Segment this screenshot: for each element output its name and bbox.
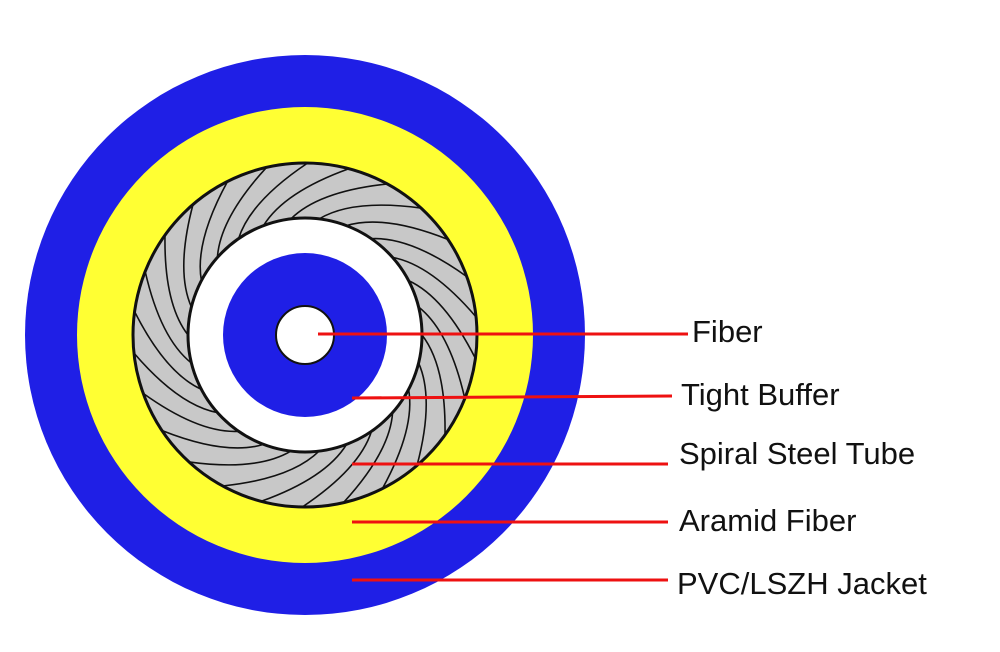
spiral-winding <box>161 429 264 449</box>
spiral-winding <box>133 352 218 414</box>
spiral-winding <box>199 181 229 281</box>
spiral-steel-tube-windings <box>133 162 477 508</box>
spiral-winding <box>164 235 189 336</box>
spiral-winding <box>346 221 449 241</box>
spiral-winding <box>301 431 373 508</box>
spiral-winding <box>216 166 268 258</box>
label-tight-buffer: Tight Buffer <box>681 377 840 412</box>
spiral-winding <box>371 237 468 278</box>
spiral-winding <box>237 162 309 239</box>
leader-line-tight-buffer <box>351 394 673 400</box>
label-fiber: Fiber <box>692 314 763 349</box>
spiral-winding <box>392 256 477 318</box>
spiral-winding <box>342 412 394 504</box>
spiral-winding <box>188 450 292 466</box>
spiral-winding <box>318 204 422 220</box>
spiral-winding <box>262 167 350 227</box>
spiral-winding <box>418 306 466 399</box>
label-jacket: PVC/LSZH Jacket <box>677 566 927 601</box>
spiral-winding <box>408 279 477 359</box>
spiral-winding <box>421 334 446 435</box>
spiral-winding <box>290 183 388 220</box>
spiral-winding <box>416 362 428 466</box>
spiral-winding <box>133 311 202 391</box>
spiral-winding <box>144 271 192 364</box>
spiral-winding <box>222 450 320 487</box>
spiral-winding <box>142 392 239 433</box>
label-spiral-steel-tube: Spiral Steel Tube <box>679 436 916 471</box>
label-aramid-fiber: Aramid Fiber <box>679 503 857 538</box>
spiral-winding <box>260 443 348 503</box>
spiral-winding <box>182 204 194 308</box>
